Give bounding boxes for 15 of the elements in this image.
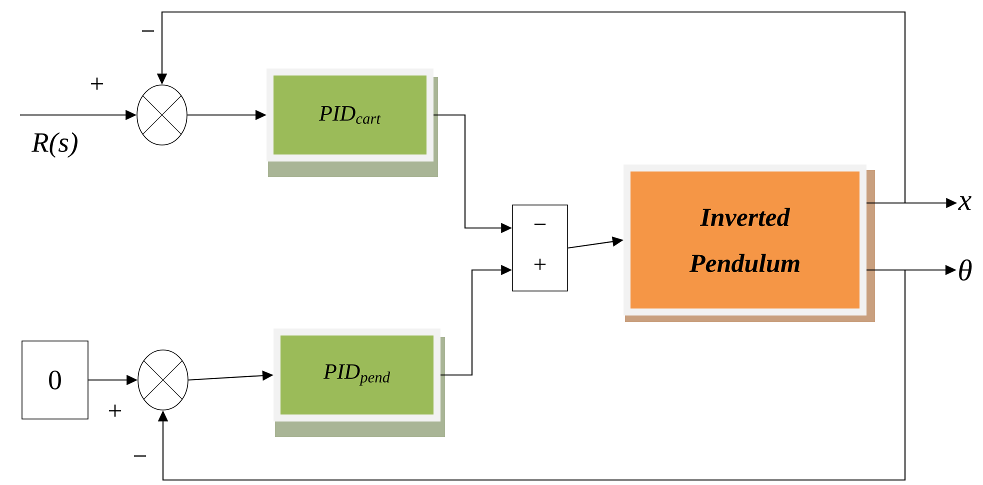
summing-box: − +	[512, 204, 568, 292]
sign-label: R(s)	[32, 132, 78, 158]
sign-label: −	[134, 455, 146, 457]
arrow	[158, 269, 906, 481]
controller-box: PID$_{cart}$	[266, 68, 438, 177]
summing-junction	[138, 350, 188, 410]
sign-label: −	[142, 30, 154, 32]
sign-label: +	[108, 404, 122, 417]
output-label: θ	[959, 259, 972, 281]
plant-box: Inverted Pendulum	[624, 164, 875, 322]
constant-box: 0	[22, 340, 88, 420]
controller-box: PID$_{pend}$	[274, 328, 445, 437]
output-label: x	[958, 196, 972, 210]
sign-label: +	[90, 78, 104, 90]
summing-junction	[136, 84, 188, 146]
